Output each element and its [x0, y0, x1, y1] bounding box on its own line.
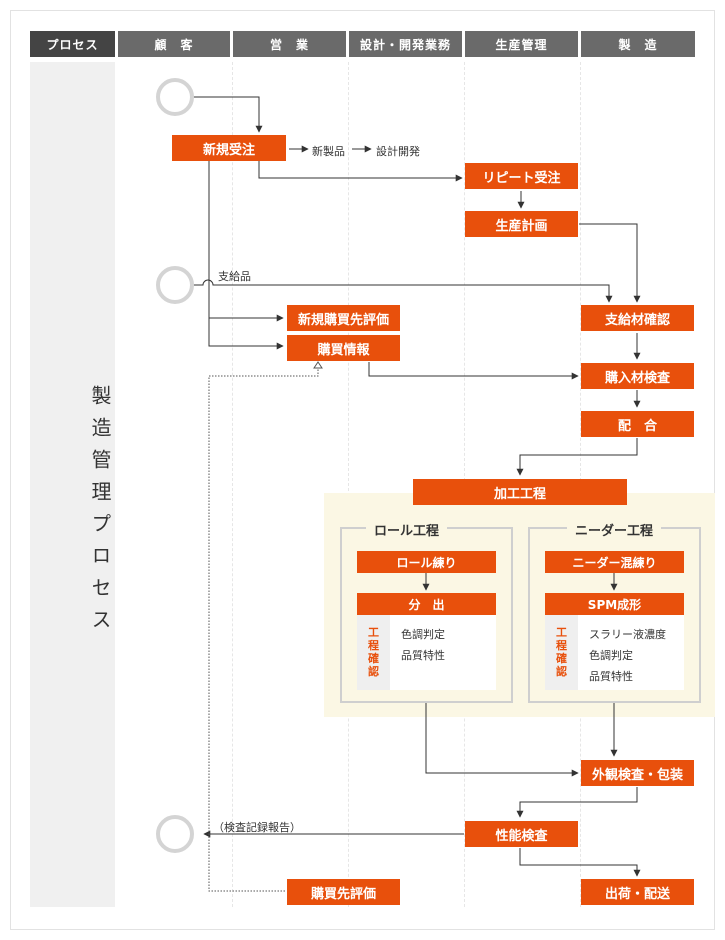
dispensing-box: 分 出 — [357, 593, 496, 615]
compounding-box: 配 合 — [581, 411, 694, 437]
outer-frame — [10, 10, 715, 930]
roll-kneading-box: ロール練り — [357, 551, 496, 573]
purchase-info-box: 購買情報 — [287, 335, 400, 361]
kneader-check-label: 工程確認 — [545, 614, 578, 690]
supply-circle — [156, 266, 194, 304]
header-manufacturing: 製 造 — [581, 31, 695, 57]
spm-molding-box: SPM成形 — [545, 593, 684, 615]
supplied-label: 支給品 — [218, 270, 251, 283]
kneader-check-item: スラリー液濃度 — [589, 628, 666, 641]
performance-test-box: 性能検査 — [465, 821, 578, 847]
kneader-mixing-box: ニーダー混練り — [545, 551, 684, 573]
incoming-inspection-box: 購入材検査 — [581, 363, 694, 389]
new-product-label: 新製品 — [312, 145, 345, 158]
report-circle — [156, 815, 194, 853]
kneader-group-title: ニーダー工程 — [567, 520, 662, 539]
inspection-report-label: （検査記録報告） — [213, 821, 301, 834]
side-title: 製造管理プロセス — [88, 385, 112, 641]
supplied-material-check-box: 支給材確認 — [581, 305, 694, 331]
column-divider — [232, 62, 233, 907]
header-process: プロセス — [30, 31, 115, 57]
kneader-check-item: 色調判定 — [589, 649, 633, 662]
new-order-box: 新規受注 — [172, 135, 286, 161]
shipping-box: 出荷・配送 — [581, 879, 694, 905]
column-divider — [348, 62, 349, 907]
header-sales: 営 業 — [233, 31, 346, 57]
header-design: 設計・開発業務 — [349, 31, 462, 57]
kneader-check-item: 品質特性 — [589, 670, 633, 683]
roll-group-title: ロール工程 — [366, 520, 448, 539]
roll-check-label: 工程確認 — [357, 614, 390, 690]
start-circle — [156, 78, 194, 116]
supplier-eval-box: 購買先評価 — [287, 879, 400, 905]
repeat-order-box: リピート受注 — [465, 163, 578, 189]
processing-box: 加工工程 — [413, 479, 627, 505]
appearance-packing-box: 外観検査・包装 — [581, 760, 694, 786]
new-supplier-eval-box: 新規購買先評価 — [287, 305, 400, 331]
side-column — [30, 62, 115, 907]
header-production-control: 生産管理 — [465, 31, 578, 57]
production-plan-box: 生産計画 — [465, 211, 578, 237]
roll-check-item: 色調判定 — [401, 628, 445, 641]
design-dev-label: 設計開発 — [376, 145, 420, 158]
header-customer: 顧 客 — [118, 31, 230, 57]
roll-check-item: 品質特性 — [401, 649, 445, 662]
